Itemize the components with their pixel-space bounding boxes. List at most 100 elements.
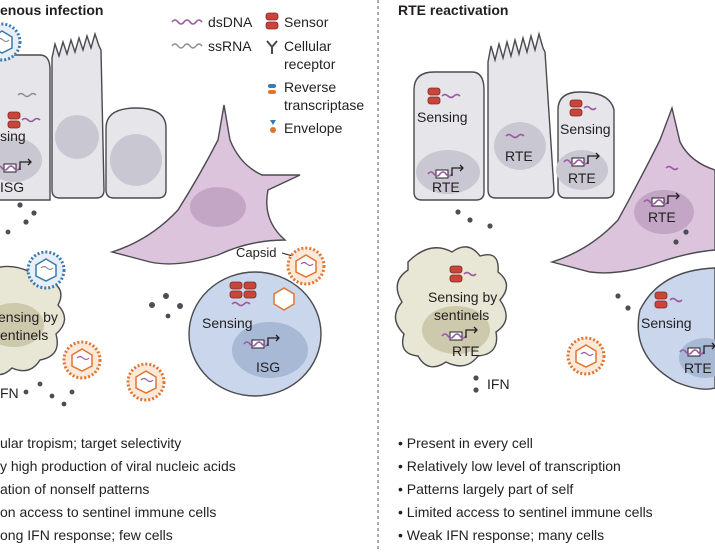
bullet-glyph: • — [398, 504, 407, 520]
right-rte-label-3: RTE — [568, 170, 596, 186]
ifn-dot — [683, 229, 689, 235]
ifn-dot — [487, 223, 493, 229]
left-bullet-3: ation of nonself patterns — [0, 481, 149, 497]
right-bullet-3: • Patterns largely part of self — [398, 481, 573, 497]
ssrna-legend-icon — [171, 43, 203, 49]
right-rte-label-1: RTE — [432, 179, 460, 195]
right-bullet-1: • Present in every cell — [398, 435, 533, 451]
ifn-dot — [673, 239, 679, 245]
dendritic-nucleus — [190, 187, 246, 227]
legend-sensor: Sensor — [284, 14, 329, 30]
virus-icon — [26, 250, 66, 290]
dendritic-cell — [109, 104, 301, 265]
right-sentinel-label-2: sentinels — [434, 307, 489, 323]
ifn-dot — [31, 210, 37, 216]
envelope-legend-icon — [270, 120, 276, 125]
ifn-dot — [165, 313, 171, 319]
right-bullet-5: • Weak IFN response; many cells — [398, 527, 604, 543]
ifn-dot — [61, 401, 67, 407]
right-sensing-blue-label: Sensing — [641, 315, 692, 331]
right-bullet-3-text: Patterns largely part of self — [407, 481, 574, 497]
virus-icon — [62, 340, 102, 380]
ifn-dot — [23, 219, 29, 225]
ifn-dot — [163, 293, 169, 299]
epithelial-nucleus-2 — [494, 122, 546, 170]
reverse-transcriptase-legend-icon — [268, 84, 276, 88]
bullet-glyph: • — [398, 435, 407, 451]
right-rte-blue-label: RTE — [684, 360, 712, 376]
left-sentinel-label-1: ensing by — [0, 309, 58, 325]
right-rte-pink-label: RTE — [648, 209, 676, 225]
sensor-legend-icon — [265, 12, 279, 30]
ifn-dot — [467, 217, 473, 223]
right-rte-label-2: RTE — [505, 148, 533, 164]
dsdna-icon — [669, 297, 683, 303]
virus-icon — [566, 336, 606, 376]
dsdna-icon — [463, 271, 477, 277]
ifn-dot — [37, 381, 43, 387]
left-isg-blue-label: ISG — [256, 359, 280, 375]
left-bullet-2: y high production of viral nucleic acids — [0, 458, 236, 474]
left-bullet-1: ular tropism; target selectivity — [0, 435, 181, 451]
left-panel-title: enous infection — [0, 2, 103, 18]
ifn-dot — [455, 209, 461, 215]
left-sentinel-label-2: entinels — [0, 327, 48, 343]
capsid-label: Capsid — [236, 245, 276, 260]
left-isg-label: ISG — [0, 179, 24, 195]
virus-icon — [286, 246, 326, 286]
legend-receptor-2: receptor — [284, 56, 336, 72]
right-sentinel-label-1: Sensing by — [428, 289, 497, 305]
legend-ssrna: ssRNA — [208, 38, 252, 54]
ssrna-icon — [17, 92, 37, 98]
epithelial-nucleus — [55, 115, 99, 159]
left-bullet-5: ong IFN response; few cells — [0, 527, 173, 543]
right-sensing-label-1: Sensing — [417, 109, 468, 125]
ifn-dot — [149, 302, 155, 308]
right-bullet-1-text: Present in every cell — [407, 435, 533, 451]
legend-rt-2: transcriptase — [284, 97, 364, 113]
ifn-dot — [473, 375, 479, 381]
virus-icon — [126, 362, 166, 402]
right-rte-sentinel-label: RTE — [452, 343, 480, 359]
dsdna-icon — [505, 133, 525, 139]
ifn-dot — [69, 389, 75, 395]
ifn-dot — [17, 202, 23, 208]
right-bullet-4: • Limited access to sentinel immune cell… — [398, 504, 653, 520]
ifn-dot — [49, 393, 55, 399]
right-bullet-2-text: Relatively low level of transcription — [407, 458, 621, 474]
envelope-legend-icon-b — [270, 127, 276, 133]
immune-cell-nucleus — [232, 322, 308, 378]
sentinel-nucleus — [0, 303, 44, 347]
epithelial-nucleus-3 — [110, 134, 162, 186]
left-bullet-4: on access to sentinel immune cells — [0, 504, 216, 520]
sentinel-nucleus-right — [422, 306, 490, 354]
reverse-transcriptase-legend-icon-b — [268, 90, 276, 94]
bullet-glyph: • — [398, 458, 407, 474]
ifn-dot — [625, 305, 631, 311]
right-ifn-label: IFN — [487, 376, 510, 392]
epithelial-cell-ciliated-right — [487, 31, 555, 199]
dsdna-icon — [665, 165, 679, 171]
ifn-dot — [177, 303, 183, 309]
legend-envelope: Envelope — [284, 120, 343, 136]
legend: dsDNA ssRNA Sensor Cellular receptor Rev… — [171, 12, 364, 136]
left-panel: enous infection sing ISG ensing by entin… — [0, 2, 326, 543]
right-panel: RTE reactivation Sensing RTE RTE Sensing… — [394, 2, 715, 543]
ifn-dot — [5, 229, 11, 235]
ifn-dot — [615, 293, 621, 299]
receptor-legend-icon — [266, 40, 278, 54]
legend-rt-1: Reverse — [284, 79, 336, 95]
right-sensing-label-3: Sensing — [560, 121, 611, 137]
right-bullet-2: • Relatively low level of transcription — [398, 458, 621, 474]
right-bullet-4-text: Limited access to sentinel immune cells — [407, 504, 653, 520]
right-panel-title: RTE reactivation — [398, 2, 508, 18]
left-ifn-label: FN — [0, 385, 19, 401]
capsid-icon — [273, 287, 295, 311]
legend-dsdna: dsDNA — [208, 14, 253, 30]
dsdna-icon — [21, 117, 41, 123]
dsdna-legend-icon — [171, 19, 203, 25]
dsdna-icon — [231, 301, 251, 307]
dsdna-icon — [441, 93, 461, 99]
